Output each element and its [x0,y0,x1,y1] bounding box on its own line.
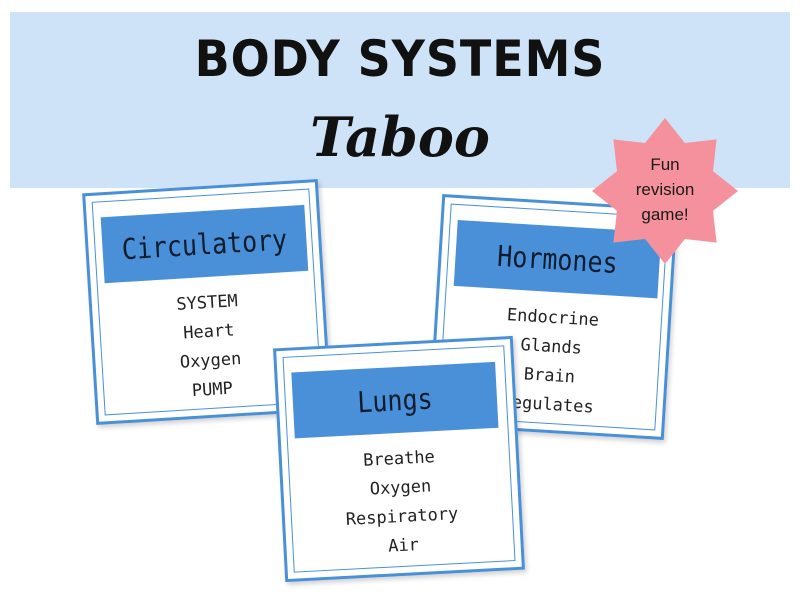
starburst-icon [592,118,738,264]
card-title: Lungs [356,381,434,419]
badge-line: game! [641,205,689,224]
taboo-card-lungs: Lungs Breathe Oxygen Respiratory Air [273,335,525,583]
card-word-list: Breathe Oxygen Respiratory Air [281,439,521,567]
badge-line: Fun [650,155,680,174]
fun-revision-badge: Fun revision game! [590,116,740,266]
card-header: Circulatory [100,204,309,284]
card-title: Circulatory [120,222,289,266]
card-header: Lungs [291,361,499,439]
badge-text: Fun revision game! [590,152,740,227]
page-title: BODY SYSTEMS [194,30,606,88]
page-subtitle: Taboo [310,105,490,169]
badge-line: revision [635,180,695,199]
